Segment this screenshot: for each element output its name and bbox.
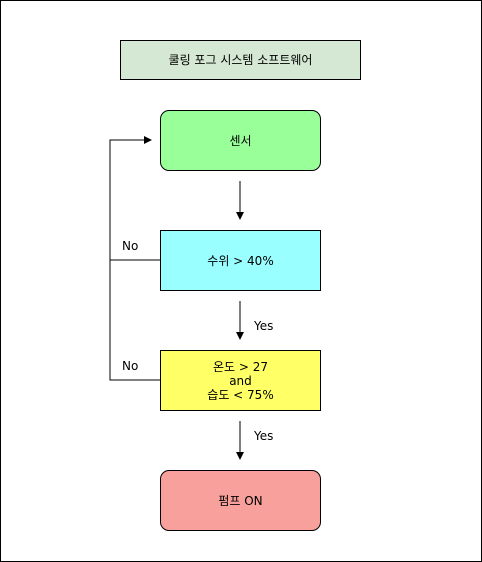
- and-label: and: [229, 373, 252, 388]
- humidity-condition-label: 습도 < 75%: [207, 387, 274, 402]
- edge-label-yes-1: Yes: [254, 319, 274, 333]
- diagram-title-text: 쿨링 포그 시스템 소프트웨어: [168, 53, 313, 67]
- arrow-water-no-loop: [109, 136, 160, 261]
- temp-humidity-node: 온도 > 27 and 습도 < 75%: [160, 350, 321, 411]
- edge-label-no-1: No: [122, 239, 139, 253]
- arrow-temp-no-loop: [109, 260, 160, 381]
- water-level-node: 수위 > 40%: [160, 230, 321, 291]
- edge-label-yes-2: Yes: [254, 429, 274, 443]
- sensor-node: 센서: [160, 110, 321, 171]
- diagram-title: 쿨링 포그 시스템 소프트웨어: [120, 40, 361, 80]
- sensor-label: 센서: [229, 133, 252, 148]
- temp-condition-label: 온도 > 27: [212, 359, 269, 374]
- pump-node: 펌프 ON: [160, 470, 321, 531]
- edge-label-no-2: No: [122, 359, 139, 373]
- water-level-label: 수위 > 40%: [207, 253, 274, 268]
- pump-label: 펌프 ON: [218, 493, 263, 508]
